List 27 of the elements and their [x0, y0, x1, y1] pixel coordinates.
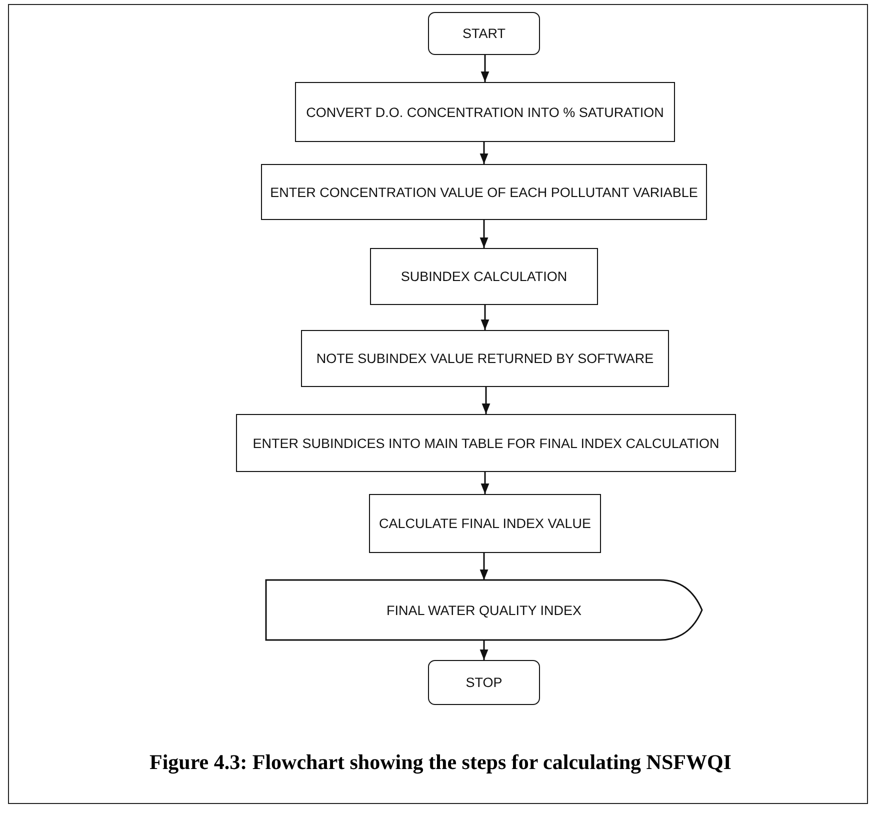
- process-box: [301, 330, 669, 387]
- process-box: [261, 164, 707, 220]
- arrow: [480, 472, 490, 494]
- arrow: [480, 553, 488, 580]
- step-text: SUBINDEX CALCULATION: [400, 269, 568, 284]
- display-shape: [266, 580, 702, 640]
- step-text: FINAL WATER QUALITY INDEX: [386, 602, 582, 618]
- process-box: [370, 248, 598, 305]
- arrow: [482, 387, 490, 414]
- step-text: CONVERT D.O. CONCENTRATION INTO % SATURATION: [306, 104, 664, 120]
- arrow: [480, 305, 490, 330]
- step-text: CALCULATE FINAL INDEX VALUE: [378, 516, 592, 531]
- step-text: NOTE SUBINDEX VALUE RETURNED BY SOFTWARE: [316, 351, 654, 366]
- step-text: STOP: [466, 675, 502, 690]
- arrow: [480, 55, 490, 82]
- terminal-box: [428, 660, 540, 705]
- process-box: [295, 82, 675, 142]
- terminal-box: [428, 12, 540, 55]
- step-text: START: [462, 26, 506, 41]
- arrow: [480, 220, 488, 248]
- arrow: [480, 142, 488, 164]
- step-text: ENTER CONCENTRATION VALUE OF EACH POLLUTANT VARIABLE: [270, 184, 698, 200]
- process-box: [369, 494, 601, 553]
- process-box: [236, 414, 736, 472]
- figure-caption: Figure 4.3: Flowchart showing the steps for calculating NSFWQI: [148, 750, 732, 775]
- step-text: ENTER SUBINDICES INTO MAIN TABLE FOR FINAL INDEX CALCULATION: [252, 436, 720, 450]
- arrow: [480, 640, 488, 660]
